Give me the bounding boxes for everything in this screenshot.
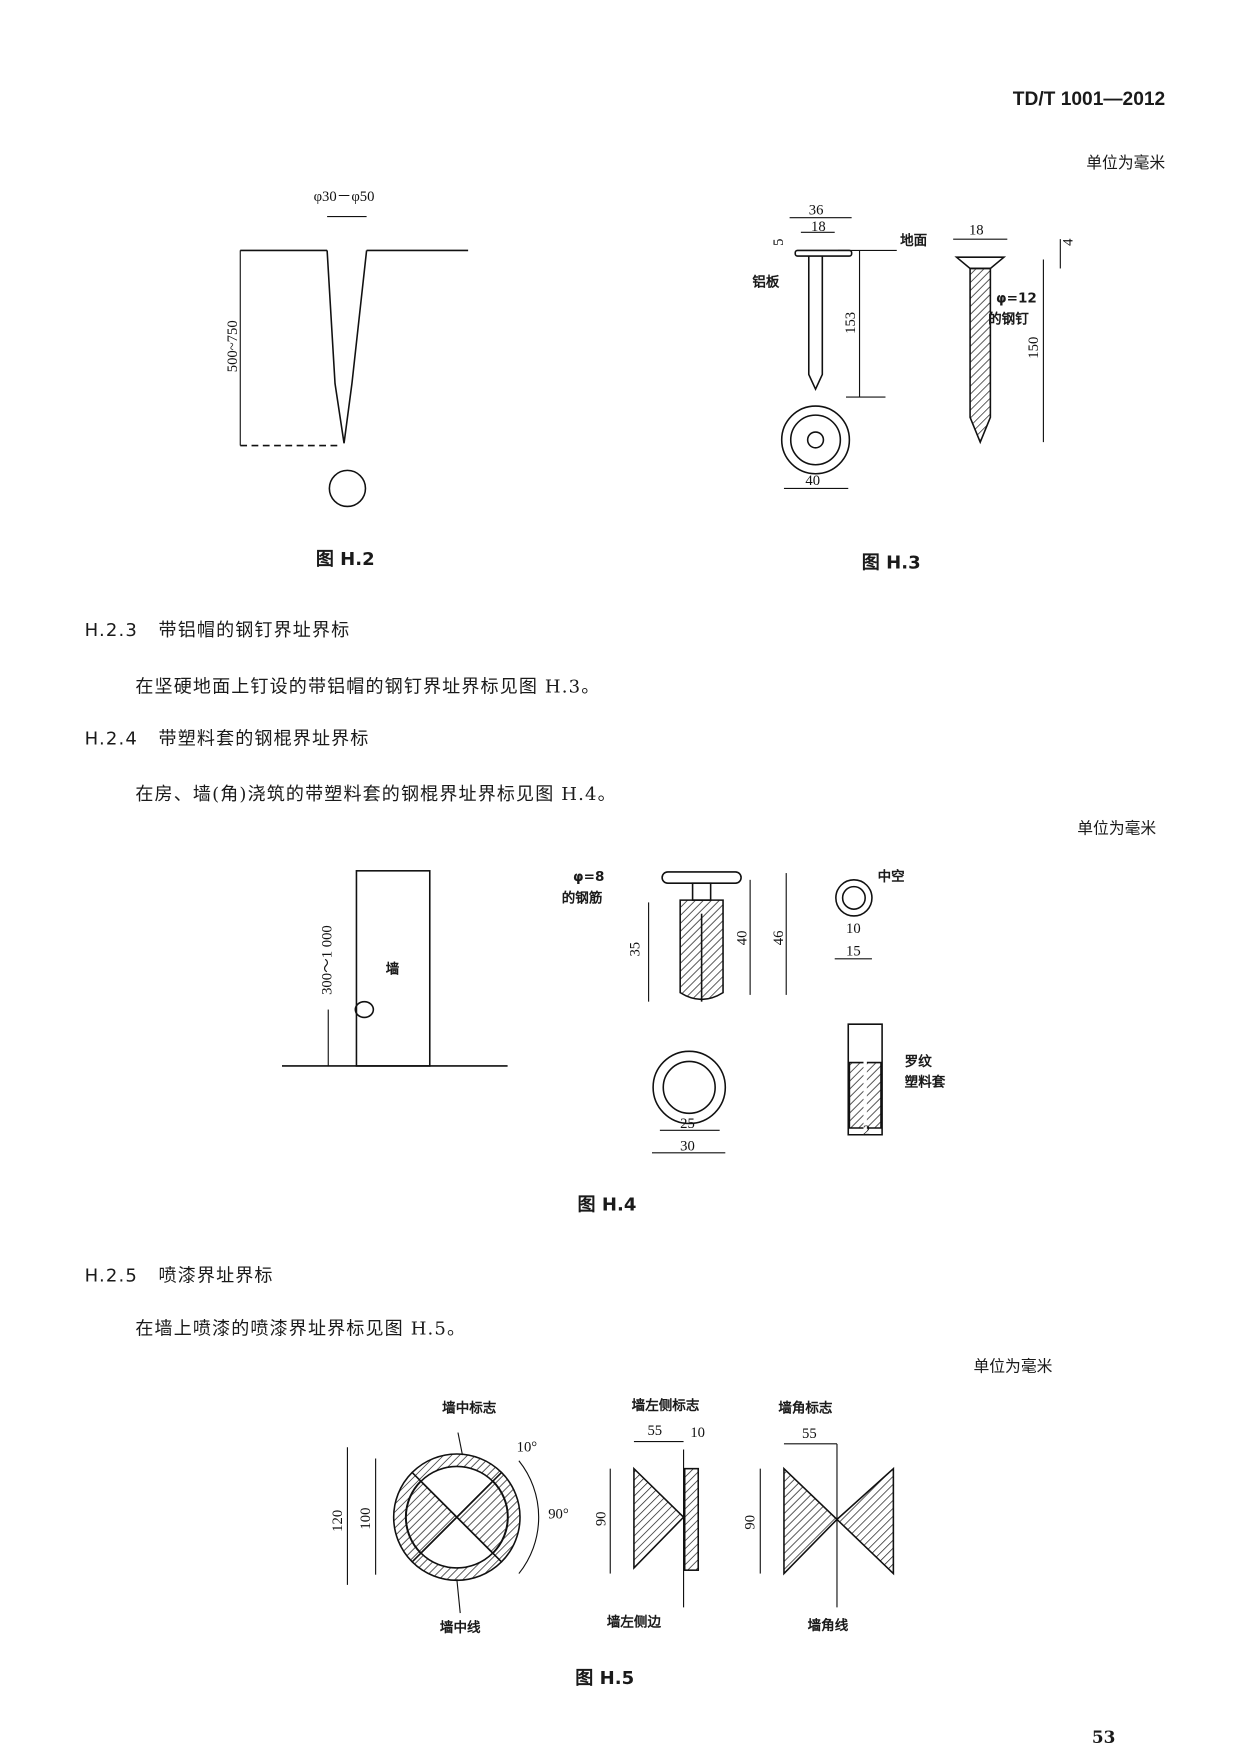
dim-text: 300～1 000: [320, 925, 336, 995]
section-number: H.2.5: [84, 1264, 138, 1286]
label-left-edge: 墙左侧边: [606, 1614, 662, 1630]
label-center-line: 墙中线: [439, 1619, 481, 1636]
label-nail: 的钢钉: [988, 311, 1029, 328]
dim-text: 153: [843, 312, 859, 334]
label-hollow: 中空: [877, 868, 905, 885]
standard-code: TD/T 1001—2012: [1012, 87, 1166, 110]
dim-text: 18: [811, 219, 826, 235]
label-sleeve-b: 塑料套: [904, 1073, 946, 1090]
dim-text: 500~750: [225, 320, 241, 372]
figure-caption-h3: 图 H.3: [861, 551, 921, 574]
dim-text: 36: [809, 202, 824, 218]
label-center-mark: 墙中标志: [442, 1399, 497, 1416]
dim-text: 30: [680, 1139, 695, 1155]
dim-text: 40: [805, 473, 820, 489]
unit-note: 单位为毫米: [973, 1358, 1053, 1377]
dim-text: φ30－φ50: [314, 189, 375, 205]
dim-text: 55: [802, 1426, 817, 1442]
label-rebar-dia: φ=8: [573, 868, 605, 885]
dim-text: 46: [771, 931, 787, 946]
dim-text: 18: [969, 223, 984, 239]
unit-note: 单位为毫米: [1086, 154, 1166, 173]
dim-text: 10: [690, 1425, 705, 1441]
dim-text: 10: [846, 921, 861, 937]
dim-text: 90: [743, 1515, 759, 1530]
fig-h3-drawing: [780, 217, 1061, 489]
dim-text: 15: [846, 943, 861, 959]
fig-h4-drawing: [282, 870, 883, 1154]
section-heading-h25: H.2.5 喷漆界址界标: [85, 1260, 274, 1287]
figure-caption-h4: 图 H.4: [577, 1193, 637, 1215]
section-number: H.2.4: [84, 727, 138, 749]
section-body-h23: 在坚硬地面上钉设的带铝帽的钢钉界址界标见图 H.3。: [135, 675, 601, 698]
fig-h2-drawing: [239, 216, 469, 508]
label-ground: 地面: [900, 232, 928, 249]
label-corner-line: 墙角线: [807, 1617, 849, 1634]
fig-h5-drawing: [346, 1432, 895, 1614]
label-corner-mark: 墙角标志: [778, 1399, 833, 1416]
dim-text: 4: [1061, 238, 1077, 246]
section-title: 带塑料套的钢棍界址界标: [158, 727, 370, 749]
dim-text: 90°: [548, 1506, 569, 1522]
section-title: 带铝帽的钢钉界址界标: [158, 619, 351, 641]
figure-caption-h2: 图 H.2: [315, 548, 375, 570]
section-title: 喷漆界址界标: [158, 1264, 274, 1286]
dim-text: 5: [771, 239, 787, 246]
label-nail-dia: φ=12: [996, 289, 1037, 306]
dim-text: 25: [680, 1116, 695, 1132]
section-body-h25: 在墙上喷漆的喷漆界址界标见图 H.5。: [135, 1317, 467, 1339]
dim-text: 2: [863, 1123, 870, 1139]
section-body-h24: 在房、墙(角)浇筑的带塑料套的钢棍界址界标见图 H.4。: [135, 782, 617, 805]
dim-text: 40: [735, 931, 751, 946]
dim-text: 120: [330, 1510, 346, 1532]
dim-text: 35: [628, 942, 644, 957]
section-number: H.2.3: [84, 619, 138, 641]
dim-text: 150: [1026, 337, 1042, 359]
label-left-mark: 墙左侧标志: [631, 1397, 700, 1414]
label-plate: 铝板: [752, 274, 780, 290]
dim-text: 100: [358, 1508, 374, 1530]
section-heading-h23: H.2.3 带铝帽的钢钉界址界标: [85, 615, 351, 642]
label-sleeve-a: 罗纹: [904, 1053, 932, 1070]
figure-caption-h5: 图 H.5: [575, 1667, 635, 1689]
label-wall: 墙: [385, 961, 400, 977]
section-heading-h24: H.2.4 带塑料套的钢棍界址界标: [85, 723, 370, 750]
dim-text: 10°: [517, 1440, 538, 1456]
dim-text: 90: [594, 1512, 610, 1527]
unit-note: 单位为毫米: [1077, 820, 1157, 839]
page-number: 53: [1091, 1726, 1116, 1748]
label-rebar: 的钢筋: [561, 889, 603, 906]
dim-text: 55: [647, 1423, 662, 1439]
